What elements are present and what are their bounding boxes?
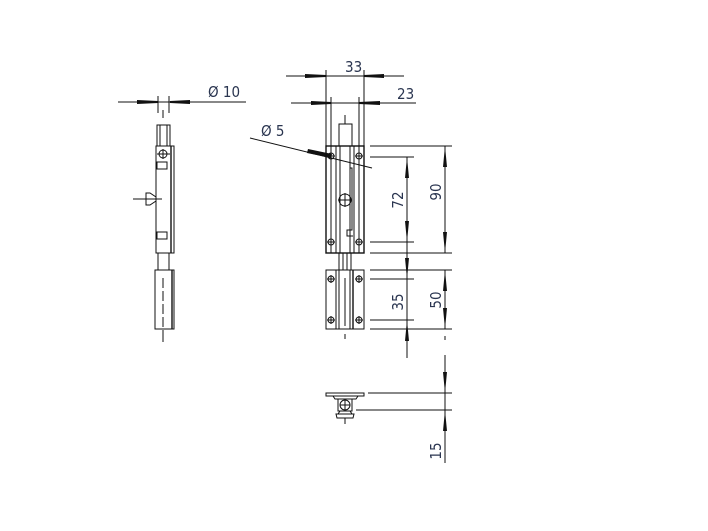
dimension-label-inner-width: 23 xyxy=(397,85,414,103)
dimension-bolt-hole-spacing: 72 xyxy=(389,157,409,242)
front-view: 33 23 Ø 5 xyxy=(249,58,452,358)
dimension-overall-width: 33 xyxy=(286,58,404,146)
dimension-keeper-height: 50 xyxy=(427,270,447,340)
bottom-view: 15 xyxy=(325,354,452,463)
dimension-inner-width: 23 xyxy=(291,85,416,146)
screw-hole-icon xyxy=(327,275,363,324)
dimension-label-screw-hole: Ø 5 xyxy=(261,122,285,140)
dimension-label-keeper-height: 50 xyxy=(427,291,445,308)
dimension-bolt-plate-height: 90 xyxy=(427,146,447,253)
dimension-label-bolt-plate-height: 90 xyxy=(427,183,445,200)
dimension-label-projection-depth: 15 xyxy=(427,442,445,459)
side-view: Ø 10 xyxy=(118,83,246,342)
screw-hole-icon xyxy=(327,152,363,246)
dimension-projection-depth: 15 xyxy=(427,355,447,463)
dimension-keeper-hole-spacing: 35 xyxy=(389,242,409,358)
dimension-label-rod-diameter: Ø 10 xyxy=(208,83,240,101)
dimension-label-keeper-hole-spacing: 35 xyxy=(389,293,407,310)
dimension-label-overall-width: 33 xyxy=(345,58,362,76)
dimension-rod-diameter: Ø 10 xyxy=(118,83,246,113)
dimension-label-bolt-hole-spacing: 72 xyxy=(389,191,407,208)
